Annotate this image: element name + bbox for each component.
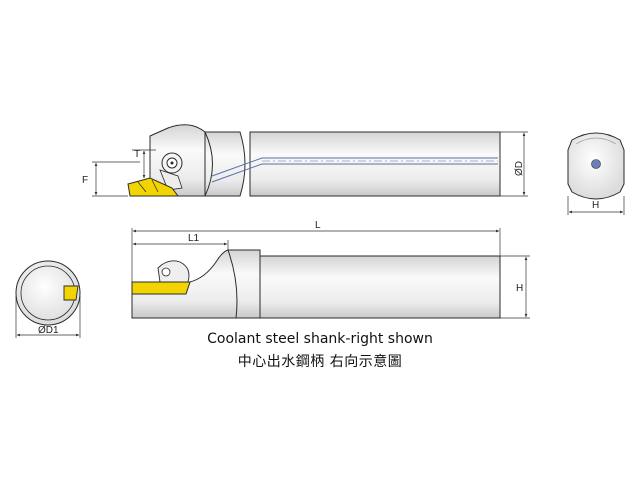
side-head [131, 249, 261, 319]
end-view: H [567, 132, 625, 215]
side-clamp [157, 260, 190, 283]
side-insert [131, 281, 191, 295]
top-insert [127, 177, 179, 197]
front-insert [63, 285, 79, 301]
top-view: T F ØD [82, 124, 528, 197]
dim-D: ØD [514, 161, 525, 176]
front-view: ØD1 [15, 260, 81, 338]
dim-L1: L1 [188, 233, 200, 244]
top-neck [204, 131, 246, 197]
dim-T: T [134, 149, 140, 160]
bore-circle [15, 260, 81, 326]
dim-L: L [315, 220, 321, 231]
dim-H-end: H [592, 200, 599, 211]
side-shank [259, 255, 501, 319]
coolant-channel [211, 157, 498, 177]
dim-F: F [82, 175, 88, 186]
dim-H-side: H [516, 283, 523, 294]
side-view: L L1 H [131, 220, 530, 319]
caption-english: Coolant steel shank-right shown [207, 331, 433, 347]
dim-D1: ØD1 [38, 325, 59, 336]
caption-chinese: 中心出水鋼柄 右向示意圖 [237, 354, 403, 370]
coolant-hole [591, 159, 601, 169]
